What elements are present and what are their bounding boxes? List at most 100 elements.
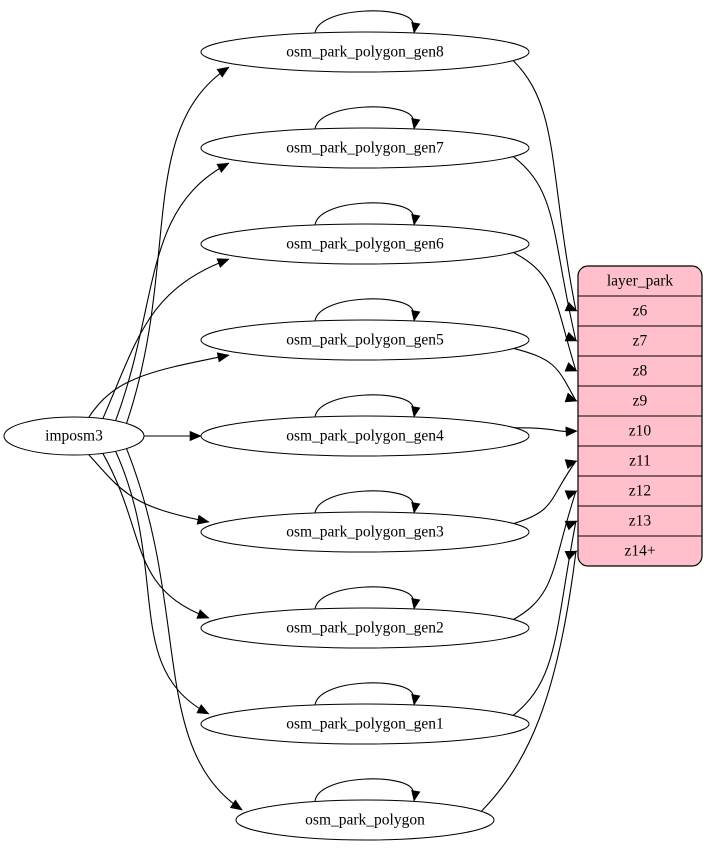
self-loop-path [314, 586, 414, 610]
table-row-label: z13 [629, 513, 652, 530]
node-ellipse-shape [3, 416, 145, 456]
table-row-z6[interactable]: z6 [578, 295, 702, 327]
edge-arrowhead [564, 459, 578, 470]
edge-arrowhead [564, 520, 578, 531]
node-ellipse-shape [200, 319, 530, 361]
self-loop-path [314, 10, 414, 34]
edge-arrowhead [216, 66, 230, 78]
edge-arrowhead [216, 258, 230, 268]
table-row-z11[interactable]: z11 [578, 445, 702, 477]
edge-osm_park_polygon_gen6-to-z8 [512, 251, 578, 372]
edge-path [88, 454, 209, 523]
edge-arrowhead [564, 331, 578, 342]
node-osm_park_polygon_gen5[interactable]: osm_park_polygon_gen5 [200, 319, 530, 361]
edge-arrowhead [189, 430, 202, 442]
node-ellipse-shape [200, 223, 530, 265]
node-osm_park_polygon[interactable]: osm_park_polygon [235, 799, 495, 841]
node-label: osm_park_polygon [305, 812, 425, 829]
self-loop-edge-osm_park_polygon_gen2 [314, 586, 421, 610]
self-loop-path [314, 298, 414, 322]
table-row-label: z12 [629, 483, 651, 500]
node-ellipse-shape [200, 607, 530, 649]
node-imposm3[interactable]: imposm3 [3, 416, 145, 456]
self-loop-path [314, 778, 414, 802]
table-row-z14+[interactable]: z14+ [578, 535, 702, 566]
table-row-z13[interactable]: z13 [578, 505, 702, 537]
edge-path [512, 155, 577, 342]
self-loop-arrowhead [411, 406, 421, 418]
table-header-label: layer_park [607, 273, 674, 290]
edge-arrowhead [564, 362, 578, 372]
self-loop-edge-osm_park_polygon_gen8 [314, 10, 421, 34]
node-osm_park_polygon_gen6[interactable]: osm_park_polygon_gen6 [200, 223, 530, 265]
edge-arrowhead [565, 426, 578, 437]
node-ellipse-shape [200, 127, 530, 169]
edge-path [125, 66, 230, 424]
self-loop-edge-osm_park_polygon_gen7 [314, 106, 421, 130]
table-row-z7[interactable]: z7 [578, 325, 702, 357]
node-label: osm_park_polygon_gen5 [286, 332, 444, 349]
node-osm_park_polygon_gen3[interactable]: osm_park_polygon_gen3 [200, 511, 530, 553]
edge-arrowhead [216, 162, 230, 173]
table-row-label: z10 [629, 423, 652, 440]
edge-path [512, 251, 577, 372]
edge-osm_park_polygon_gen8-to-z6 [512, 59, 578, 312]
table-row-z10[interactable]: z10 [578, 415, 702, 447]
node-label: osm_park_polygon_gen4 [286, 428, 444, 445]
self-loop-arrowhead [411, 214, 421, 226]
self-loop-arrowhead [411, 598, 421, 610]
self-loop-edge-osm_park_polygon_gen6 [314, 202, 421, 226]
node-ellipse-shape [200, 703, 530, 745]
edge-arrowhead [564, 392, 578, 403]
edge-path [512, 490, 577, 621]
node-osm_park_polygon_gen8[interactable]: osm_park_polygon_gen8 [200, 31, 530, 73]
edge-osm_park_polygon_gen3-to-z11 [512, 459, 578, 525]
edge-path [126, 448, 243, 811]
node-osm_park_polygon_gen7[interactable]: osm_park_polygon_gen7 [200, 127, 530, 169]
self-loop-arrowhead [411, 118, 421, 130]
node-label: osm_park_polygon_gen7 [286, 140, 444, 157]
edge-path [512, 347, 577, 402]
self-loop-edge-osm_park_polygon_gen5 [314, 298, 421, 322]
edge-group-polygons-to-table [480, 59, 578, 813]
edge-imposm3-to-osm_park_polygon_gen8 [125, 66, 230, 424]
table-row-label: z9 [633, 393, 648, 410]
edge-path [115, 451, 209, 715]
node-ellipse-shape [235, 799, 495, 841]
edge-osm_park_polygon_gen4-to-z10 [512, 426, 578, 437]
edge-path [512, 520, 577, 717]
edge-imposm3-to-osm_park_polygon_gen2 [102, 453, 210, 619]
node-label: osm_park_polygon_gen6 [286, 236, 444, 253]
table-row-z9[interactable]: z9 [578, 385, 702, 417]
table-row-z8[interactable]: z8 [578, 355, 702, 387]
edge-osm_park_polygon_gen7-to-z7 [512, 155, 578, 342]
edge-arrowhead [196, 609, 210, 619]
node-osm_park_polygon_gen4[interactable]: osm_park_polygon_gen4 [200, 415, 530, 457]
self-loop-edge-osm_park_polygon_gen1 [314, 682, 421, 706]
self-loop-arrowhead [411, 310, 421, 322]
table-row-z12[interactable]: z12 [578, 475, 702, 507]
self-loop-path [314, 394, 414, 418]
edge-osm_park_polygon_gen1-to-z13 [512, 520, 578, 717]
edge-osm_park_polygon_gen5-to-z9 [512, 347, 578, 403]
edge-arrowhead [564, 550, 578, 561]
edge-arrowhead [196, 514, 210, 525]
self-loop-edge-osm_park_polygon [314, 778, 421, 802]
edge-imposm3-to-osm_park_polygon_gen3 [88, 454, 210, 525]
node-osm_park_polygon_gen1[interactable]: osm_park_polygon_gen1 [200, 703, 530, 745]
self-loop-arrowhead [411, 790, 421, 802]
edge-imposm3-to-osm_park_polygon_gen4 [144, 430, 202, 442]
node-group-source: imposm3 [3, 416, 145, 456]
edge-path [115, 162, 230, 421]
edge-arrowhead [196, 704, 210, 715]
table-outer-border [577, 265, 703, 567]
self-loop-path [314, 490, 414, 514]
self-loop-edge-osm_park_polygon_gen4 [314, 394, 421, 418]
node-osm_park_polygon_gen2[interactable]: osm_park_polygon_gen2 [200, 607, 530, 649]
table-header-cell[interactable]: layer_park [578, 266, 702, 297]
edge-arrowhead [216, 352, 230, 363]
